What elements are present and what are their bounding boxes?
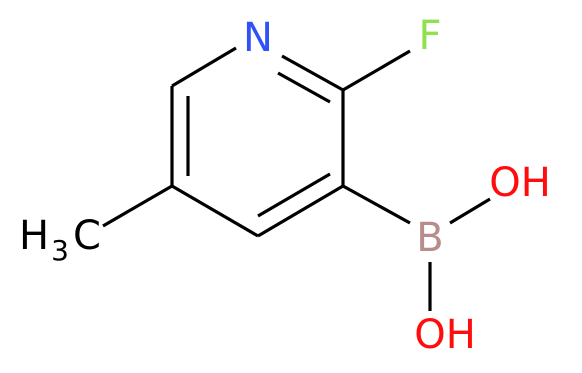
bond-c3-b — [342, 184, 411, 225]
atom-oh-bottom-label: OH — [414, 312, 476, 358]
methyl-subscript-label: 3 — [51, 234, 69, 267]
atom-b-label: B — [416, 215, 443, 261]
atom-oh-top-label: OH — [489, 160, 551, 206]
bond-c4-c5 — [171, 184, 259, 238]
methyl-h-label: H — [19, 213, 49, 259]
bond-c3-c4 — [257, 184, 344, 238]
bond-c5-methyl — [102, 184, 173, 228]
bond-n-c2-inner — [277, 71, 331, 104]
methyl-c-label: C — [73, 213, 101, 259]
bond-n-c2 — [281, 54, 344, 92]
bond-c2-f — [342, 49, 411, 92]
atom-n-label: N — [243, 15, 273, 61]
bond-c3-c4-inner — [257, 172, 331, 218]
atom-f-label: F — [418, 13, 441, 59]
bond-b-oh-top — [449, 197, 491, 225]
bond-c6-n — [171, 46, 237, 88]
